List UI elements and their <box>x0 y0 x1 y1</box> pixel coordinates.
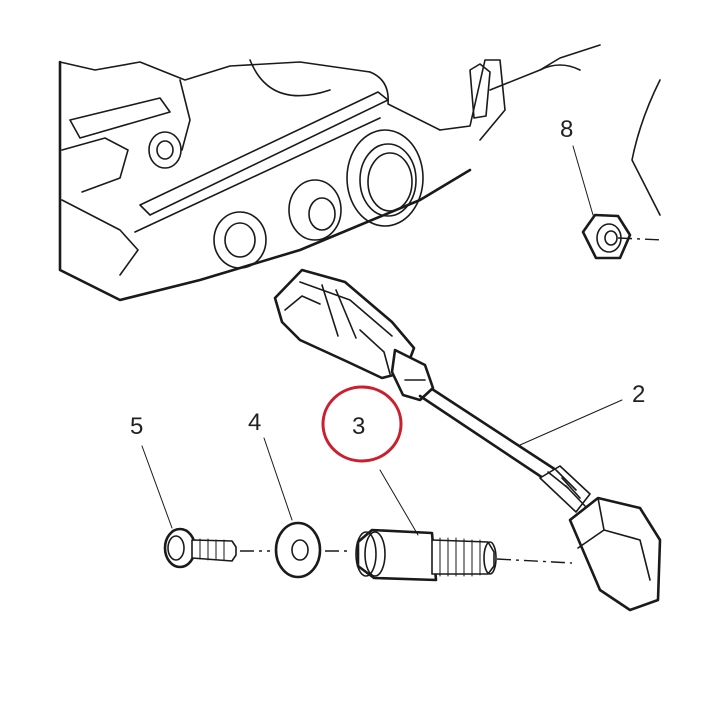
part-5-screw <box>141 445 237 569</box>
callout-3: 3 <box>352 413 365 440</box>
callout-5: 5 <box>130 413 143 440</box>
callout-8: 8 <box>560 116 573 143</box>
callout-4: 4 <box>248 409 261 436</box>
part-3-spacer <box>355 469 573 582</box>
part-8-nut <box>572 145 663 260</box>
part-2-sensor-cable <box>273 268 662 612</box>
part-4-washer <box>240 437 352 579</box>
engine-housing <box>58 44 661 302</box>
callout-2: 2 <box>632 381 645 408</box>
highlight-ring <box>321 385 403 463</box>
